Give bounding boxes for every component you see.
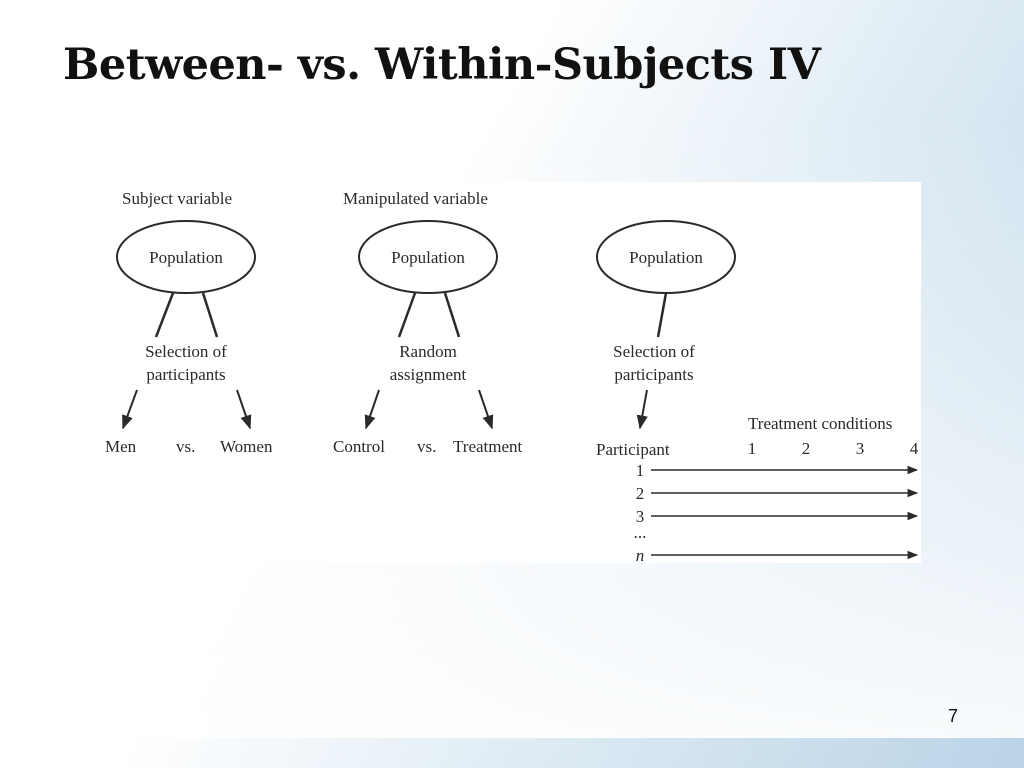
arrow-to-women bbox=[236, 389, 252, 430]
selection-label-line1: Selection of bbox=[613, 342, 695, 361]
branch-line bbox=[443, 292, 461, 338]
design-diagram: Subject variable Population Selection of… bbox=[102, 182, 921, 563]
treatment-conditions-label: Treatment conditions bbox=[748, 414, 892, 433]
branch-line bbox=[397, 292, 417, 338]
selection-label-line2: participants bbox=[146, 365, 225, 384]
branch-line bbox=[656, 292, 668, 338]
random-label-line2: assignment bbox=[390, 365, 467, 384]
participant-label: Participant bbox=[596, 440, 670, 459]
condition-number: 1 bbox=[748, 439, 757, 458]
random-label-line1: Random bbox=[399, 342, 457, 361]
diagram-canvas: Subject variable Population Selection of… bbox=[105, 189, 919, 563]
slide-title: Between- vs. Within-Subjects IV bbox=[63, 40, 821, 90]
selection-label-line2: participants bbox=[614, 365, 693, 384]
population-label: Population bbox=[391, 248, 465, 267]
participant-row-number: 3 bbox=[636, 507, 645, 526]
participant-row-number: n bbox=[636, 546, 645, 563]
within-subjects-panel: Population Selection of participants Tre… bbox=[596, 220, 919, 563]
condition-number: 3 bbox=[856, 439, 865, 458]
group-men: Men bbox=[105, 437, 137, 456]
arrow-to-treatment bbox=[478, 389, 494, 430]
vs-label: vs. bbox=[417, 437, 436, 456]
population-ellipse bbox=[116, 220, 256, 294]
condition-number: 2 bbox=[802, 439, 811, 458]
population-ellipse bbox=[358, 220, 498, 294]
page-number: 7 bbox=[948, 706, 959, 726]
group-treatment: Treatment bbox=[453, 437, 523, 456]
subject-panel-heading: Subject variable bbox=[122, 189, 232, 208]
participant-row-ellipsis: ... bbox=[634, 523, 647, 542]
manipulated-panel-heading: Manipulated variable bbox=[343, 189, 488, 208]
branch-line bbox=[154, 292, 175, 338]
manipulated-variable-panel: Manipulated variable Population Random a… bbox=[333, 189, 523, 456]
vs-label: vs. bbox=[176, 437, 195, 456]
group-control: Control bbox=[333, 437, 385, 456]
population-label: Population bbox=[629, 248, 703, 267]
condition-number: 4 bbox=[910, 439, 919, 458]
branch-line bbox=[201, 292, 219, 338]
arrow-to-participant bbox=[636, 389, 648, 430]
selection-label-line1: Selection of bbox=[145, 342, 227, 361]
participant-row-number: 1 bbox=[636, 461, 645, 480]
arrow-to-men bbox=[122, 389, 138, 430]
subject-variable-panel: Subject variable Population Selection of… bbox=[105, 189, 273, 456]
group-women: Women bbox=[220, 437, 273, 456]
arrow-to-control bbox=[364, 389, 380, 430]
population-label: Population bbox=[149, 248, 223, 267]
participant-row-number: 2 bbox=[636, 484, 645, 503]
